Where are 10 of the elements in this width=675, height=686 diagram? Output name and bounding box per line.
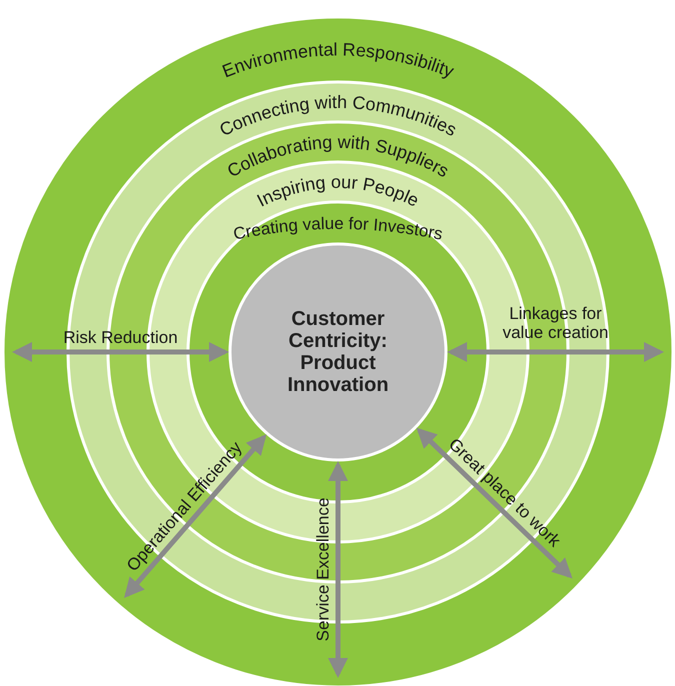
double-arrow: [12, 342, 229, 362]
ring-band: [2, 16, 674, 686]
edge-label: Service Excellence: [312, 496, 334, 644]
double-arrow: [124, 434, 267, 598]
double-arrow: [416, 428, 572, 578]
edge-label: Risk Reduction: [62, 326, 179, 349]
center-text: Customer Centricity: Product Innovation: [286, 307, 390, 398]
ring-label: Inspiring our People: [254, 172, 422, 211]
double-arrow: [447, 342, 664, 362]
double-arrow: [328, 461, 348, 678]
